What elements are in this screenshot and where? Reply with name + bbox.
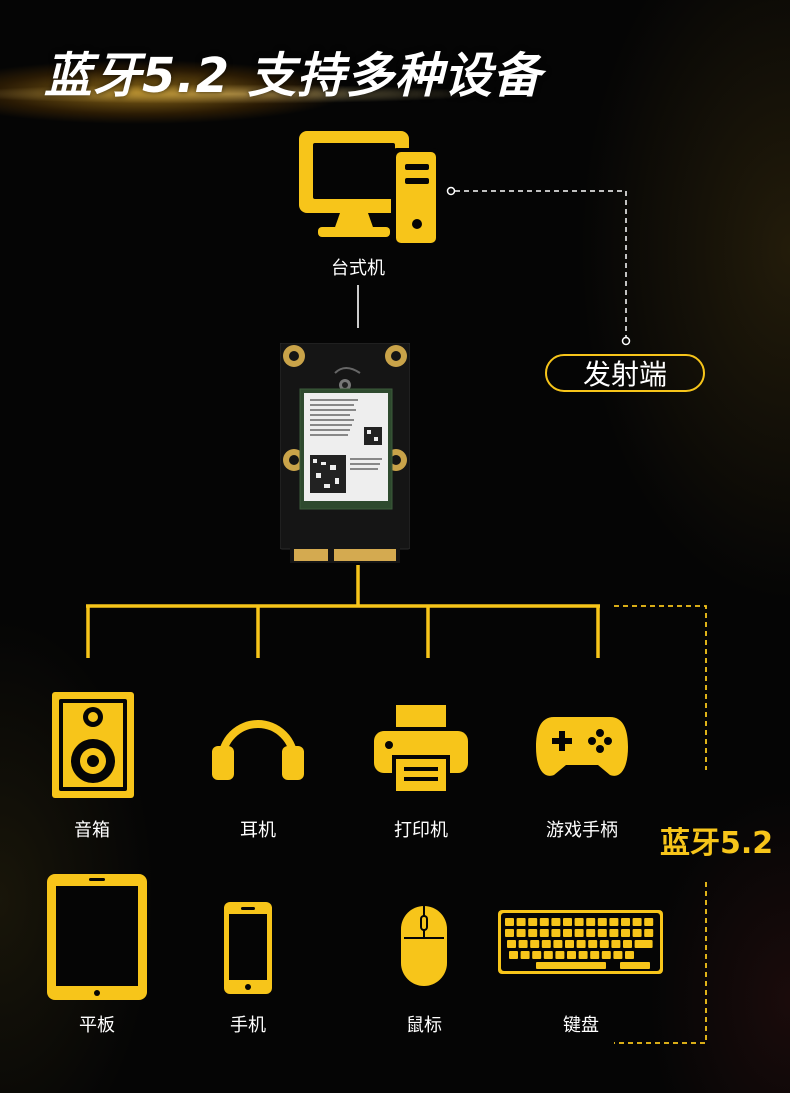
phone-icon bbox=[224, 902, 272, 994]
gamepad-icon bbox=[536, 717, 628, 776]
device-label-tablet: 平板 bbox=[79, 1015, 115, 1036]
device-label-phone: 手机 bbox=[230, 1015, 266, 1036]
keyboard-icon bbox=[498, 910, 663, 974]
device-label-speaker: 音箱 bbox=[74, 820, 110, 841]
headphones-icon bbox=[212, 720, 304, 780]
desktop-label: 台式机 bbox=[331, 258, 385, 279]
speaker-icon bbox=[52, 692, 134, 798]
device-label-keyboard: 键盘 bbox=[563, 1015, 599, 1036]
bluetooth-card-image bbox=[280, 343, 410, 563]
device-label-gamepad: 游戏手柄 bbox=[546, 820, 618, 841]
device-label-mouse: 鼠标 bbox=[406, 1015, 442, 1036]
device-label-printer: 打印机 bbox=[394, 820, 448, 841]
tablet-icon bbox=[47, 874, 147, 1000]
mouse-icon bbox=[401, 906, 447, 986]
desktop-computer-icon bbox=[299, 131, 439, 244]
page-title: 蓝牙5.2 支持多种设备 bbox=[44, 48, 542, 104]
printer-icon bbox=[374, 705, 468, 793]
sender-badge: 发射端 bbox=[545, 354, 705, 392]
bluetooth-version-label: 蓝牙5.2 bbox=[660, 826, 774, 861]
device-label-headphones: 耳机 bbox=[240, 820, 276, 841]
